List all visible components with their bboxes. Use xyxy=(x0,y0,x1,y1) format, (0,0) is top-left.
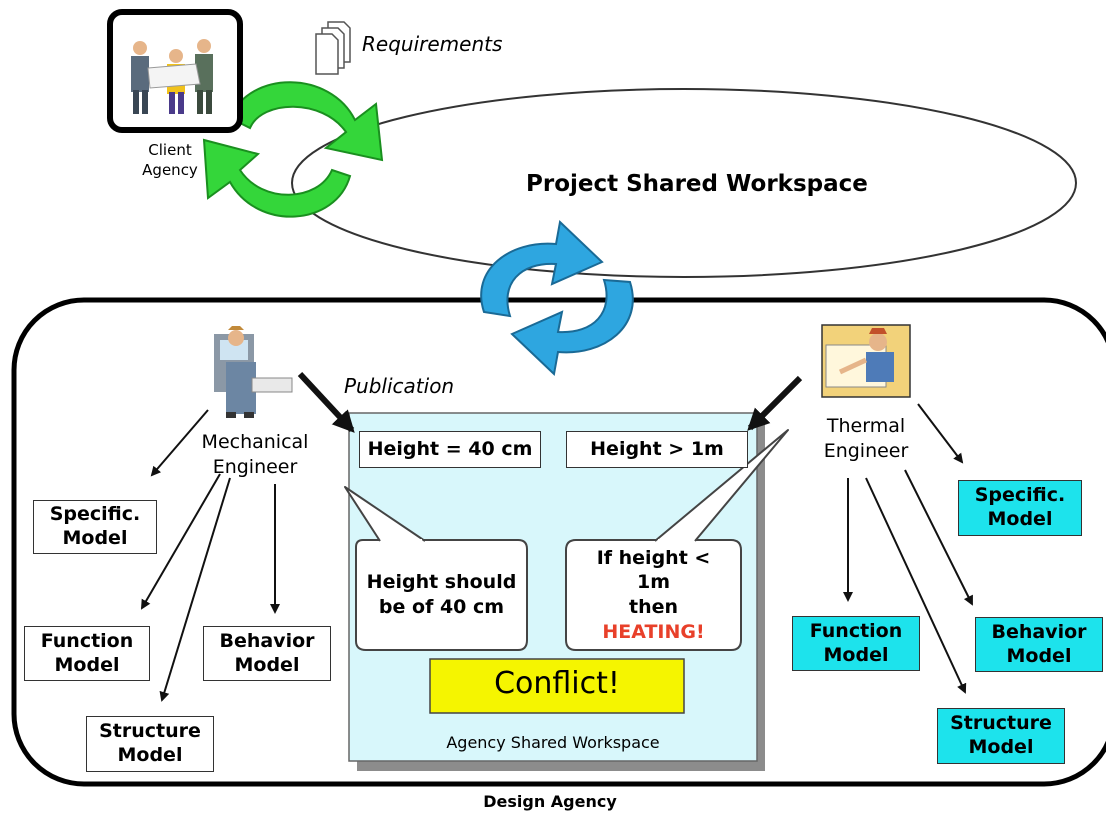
green-cycle-icon xyxy=(202,81,384,218)
document-stack-icon xyxy=(315,21,351,75)
speech-bubble-right xyxy=(565,429,789,651)
thermal-specific-model: Specific.Model xyxy=(958,480,1082,536)
mechanical-engineer-clipart-icon xyxy=(214,326,293,418)
bubble-right-text: If height < 1m then HEATING! xyxy=(596,546,711,643)
requirements-label: Requirements xyxy=(362,32,503,56)
thermal-arrow-structure xyxy=(865,477,967,694)
design-agency-label: Design Agency xyxy=(483,792,617,811)
height-40-box: Height = 40 cm xyxy=(359,431,541,468)
thermal-arrow-behavior xyxy=(904,469,973,606)
publication-arrow-thermal xyxy=(747,375,803,431)
mech-specific-model: Specific.Model xyxy=(33,500,157,554)
project-workspace-label: Project Shared Workspace xyxy=(526,171,868,197)
height-1m-box: Height > 1m xyxy=(566,431,748,468)
mech-arrow-specific xyxy=(150,409,209,477)
conflict-label: Conflict! xyxy=(494,666,620,701)
mech-arrow-structure xyxy=(159,477,231,702)
speech-bubble-left xyxy=(344,486,528,651)
heating-text: HEATING! xyxy=(602,620,705,643)
design-agency-region xyxy=(11,297,1106,787)
thermal-engineer-clipart-icon xyxy=(821,324,911,398)
conflict-box xyxy=(429,658,685,714)
publication-label: Publication xyxy=(344,374,455,398)
people-clipart-icon xyxy=(107,9,243,133)
mech-arrow-function xyxy=(140,473,221,610)
project-workspace-ellipse xyxy=(291,88,1077,278)
blue-cycle-icon xyxy=(480,219,634,377)
publication-arrow-mechanical xyxy=(297,371,355,433)
agency-workspace-label: Agency Shared Workspace xyxy=(446,733,660,752)
thermal-arrow-specific xyxy=(917,403,964,464)
